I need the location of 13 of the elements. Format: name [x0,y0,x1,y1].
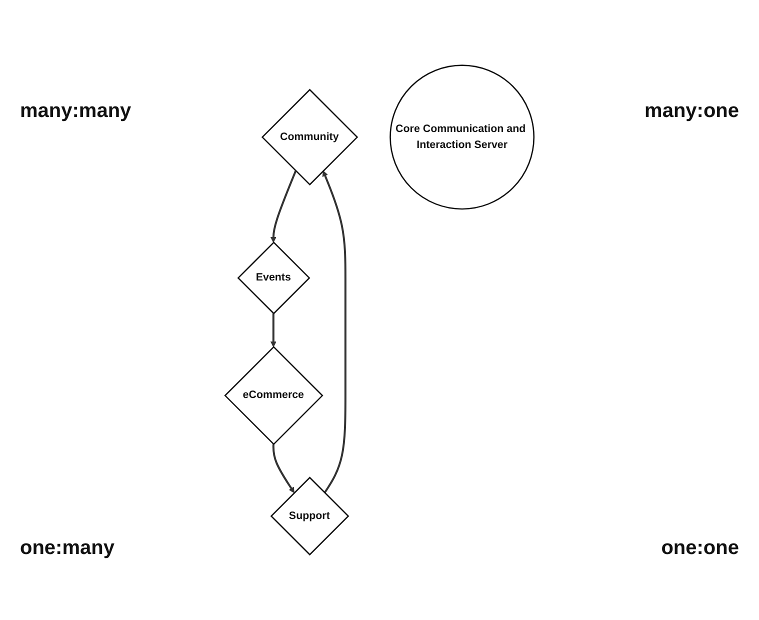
relationship-label: many:one [644,100,739,123]
arrow [272,444,294,494]
node-diamond: Support [270,476,350,556]
node-circle: Core Communication and Interaction Server [390,64,535,210]
relationship-label: one:many [20,537,114,560]
node-diamond: Events [237,241,310,314]
arrow [270,314,276,348]
arrow [270,170,297,243]
relationship-label: many:many [20,100,132,123]
node-diamond: eCommerce [224,346,324,446]
relationship-label: one:one [661,537,739,560]
node-diamond: Community [261,88,358,186]
arrow [322,170,346,494]
